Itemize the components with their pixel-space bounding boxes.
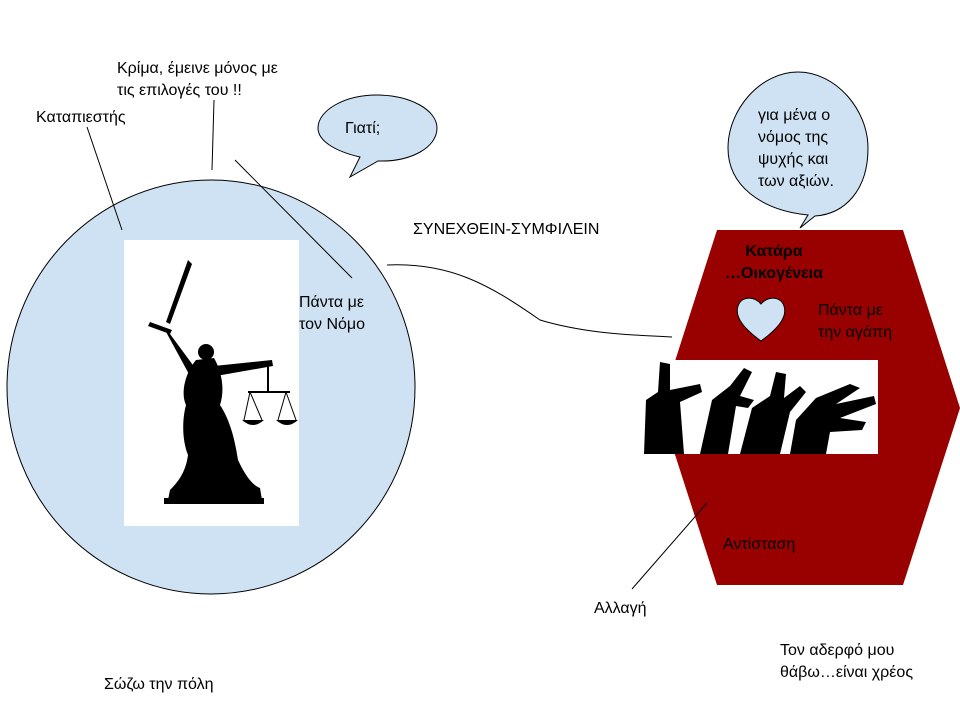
coexist-label: ΣΥΝΕΧΘΕΙΝ-ΣΥΜΦΙΛΕΙΝ [413,221,600,238]
justice-statue-silhouette [148,260,298,504]
law-of-soul-speech-bubble [727,71,869,229]
why-speech-bubble [317,94,438,179]
law-of-soul-label: για μένα ο νόμος της ψυχής και των αξιών… [758,107,834,190]
heart-icon [736,297,786,342]
change-pointer-line [631,502,708,590]
hands-silhouette [644,362,876,454]
bury-brother-label: Τον αδερφό μου θάβω…είναι χρέος [780,642,914,681]
resistance-label: Αντίσταση [723,536,796,553]
why-label: Γιατί; [345,120,381,137]
always-love-label: Πάντα με την αγάπη [818,302,893,341]
pity-pointer-line [211,99,215,171]
always-law-label: Πάντα με τον Νόμο [299,294,366,333]
oppressor-pointer-line [86,126,123,231]
law-pointer-line [234,159,353,279]
pity-label: Κρίμα, έμεινε μόνος με τις επιλογές του … [117,60,278,99]
change-label: Αλλαγή [594,600,647,617]
coexist-connector-curve [386,264,673,338]
oppressor-label: Καταπιεστής [36,109,126,126]
curse-family-label: Κατάρα …Οικογένεια [725,243,823,282]
save-city-label: Σώζω την πόλη [104,676,214,693]
